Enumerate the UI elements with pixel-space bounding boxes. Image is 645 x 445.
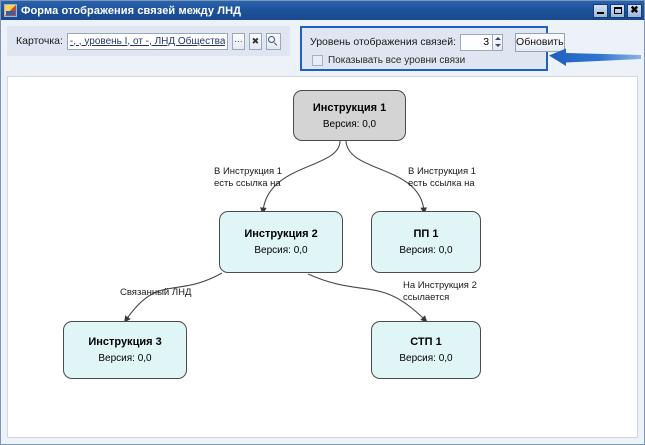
edge-label-n1-n2: В Инструкция 1 есть ссылка на — [214, 166, 282, 189]
window-controls: ✖ — [593, 3, 642, 18]
level-stepper[interactable]: 3 — [460, 33, 504, 51]
card-clear-button[interactable]: ✖ — [248, 32, 262, 50]
edge-n1-n3 — [345, 140, 427, 215]
node-title: Инструкция 1 — [312, 101, 387, 114]
card-input[interactable]: -, , уровень I, от -, ЛНД Общества, Утра… — [66, 32, 229, 50]
edge-label-n1-n3: В Инструкция 1 есть ссылка на — [408, 166, 476, 189]
node-subtitle: Версия: 0,0 — [98, 353, 152, 364]
node-subtitle: Версия: 0,0 — [322, 118, 377, 130]
node-title: СТП 1 — [410, 336, 442, 348]
edge-label-line1: На Инструкция 2 — [403, 280, 477, 291]
magnifier-icon — [268, 36, 278, 46]
window-title: Форма отображения связей между ЛНД — [21, 4, 242, 17]
card-label: Карточка: — [16, 35, 63, 47]
client-area: Карточка: -, , уровень I, от -, ЛНД Обще… — [1, 20, 644, 444]
chevron-down-icon — [494, 44, 501, 48]
level-panel: Уровень отображения связей: 3 Обновить — [300, 26, 565, 71]
show-all-levels-row[interactable]: Показывать все уровни связи — [310, 54, 540, 66]
edge-label-n2-n5: На Инструкция 2 ссылается — [403, 280, 477, 303]
node-subtitle: Версия: 0,0 — [254, 245, 308, 256]
toolbar: Карточка: -, , уровень I, от -, ЛНД Обще… — [7, 26, 638, 72]
edge-n2-n4 — [124, 272, 223, 323]
minimize-icon — [597, 12, 604, 14]
form-icon — [4, 4, 17, 17]
edge-label-line1: Связанный ЛНД — [120, 287, 192, 298]
node-title: Инструкция 3 — [88, 336, 162, 348]
level-row: Уровень отображения связей: 3 Обновить — [310, 32, 565, 52]
node-title: Инструкция 2 — [244, 228, 318, 240]
node-subtitle: Версия: 0,0 — [399, 353, 453, 364]
chevron-up-icon — [494, 36, 501, 40]
maximize-icon — [613, 7, 622, 14]
card-open-button[interactable] — [265, 32, 281, 50]
close-x-icon: ✖ — [251, 35, 260, 46]
title-bar: Форма отображения связей между ЛНД ✖ — [1, 1, 644, 20]
close-button[interactable]: ✖ — [627, 3, 642, 18]
diagram-connectors — [124, 140, 428, 323]
card-ellipsis-button[interactable]: … — [232, 32, 245, 50]
ellipsis-icon: … — [233, 34, 244, 44]
edge-label-line2: есть ссылка на — [214, 177, 281, 189]
edge-label-line1: В Инструкция 1 — [214, 166, 283, 177]
card-panel: Карточка: -, , уровень I, от -, ЛНД Обще… — [7, 26, 290, 56]
edge-n2-n5 — [307, 273, 428, 323]
close-icon: ✖ — [630, 4, 639, 16]
diagram-canvas[interactable]: Инструкция 1 Версия: 0,0 Инструкция 2 Ве… — [7, 76, 638, 438]
show-all-levels-checkbox[interactable] — [312, 54, 323, 66]
minimize-button[interactable] — [593, 3, 608, 18]
diagram-node-stp-1[interactable]: СТП 1 Версия: 0,0 — [371, 321, 481, 379]
edge-label-line2: есть ссылка на — [408, 177, 475, 189]
edge-label-line1: В Инструкция 1 — [408, 166, 477, 177]
diagram-node-instruction-2[interactable]: Инструкция 2 Версия: 0,0 — [219, 211, 343, 273]
diagram-node-pp-1[interactable]: ПП 1 Версия: 0,0 — [371, 211, 481, 273]
level-input[interactable]: 3 — [460, 33, 493, 51]
refresh-button[interactable]: Обновить — [515, 32, 565, 52]
level-label: Уровень отображения связей: — [310, 36, 457, 48]
diagram-node-instruction-3[interactable]: Инструкция 3 Версия: 0,0 — [63, 321, 187, 379]
show-all-levels-label: Показывать все уровни связи — [328, 54, 466, 66]
node-subtitle: Версия: 0,0 — [399, 245, 453, 256]
spin-up-button[interactable] — [493, 35, 502, 43]
edge-n1-n2 — [260, 140, 341, 215]
maximize-button[interactable] — [610, 3, 625, 18]
spin-down-button[interactable] — [493, 42, 502, 50]
card-input-value: -, , уровень I, от -, ЛНД Общества, Утра… — [69, 35, 226, 47]
level-spin-buttons[interactable] — [492, 33, 504, 51]
edge-label-n2-n4: Связанный ЛНД — [120, 287, 191, 299]
diagram-node-root[interactable]: Инструкция 1 Версия: 0,0 — [293, 90, 406, 141]
edge-label-line2: ссылается — [403, 291, 450, 303]
node-title: ПП 1 — [413, 228, 439, 240]
